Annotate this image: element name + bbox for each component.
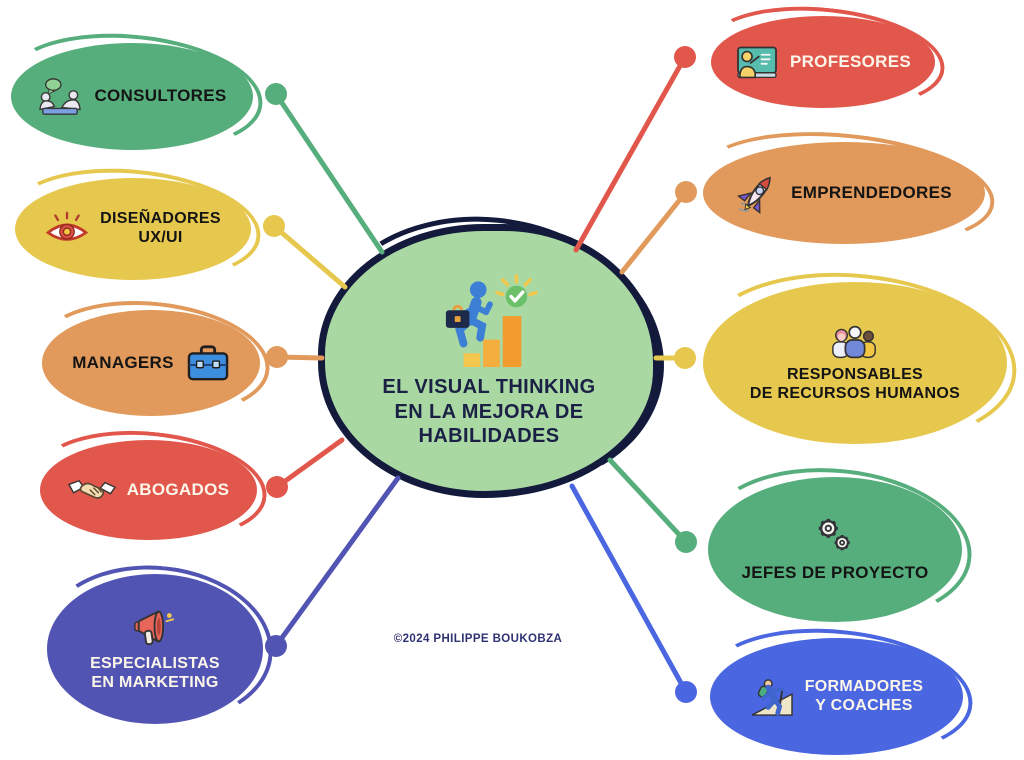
connector-jefes [607,457,697,553]
node-label: JEFES DE PROYECTO [741,563,929,583]
node-label: MANAGERS [72,352,174,372]
node-label: RESPONSABLES DE RECURSOS HUMANOS [749,366,961,402]
node-emprendedores: EMPRENDEDORES [693,118,1000,259]
gears-icon [814,515,856,557]
consultants-meeting-icon [37,76,83,118]
node-label: PROFESORES [789,51,912,71]
climbing-progress-icon [430,273,548,369]
rocket-icon [736,171,780,215]
node-profesores: PROFESORES [701,0,950,120]
connector-consultores [265,83,385,255]
node-label: CONSULTORES [94,86,227,106]
node-jefes-proyecto: JEFES DE PROYECTO [695,455,980,635]
connector-disenadores [263,215,348,290]
copyright-text: ©2024 PHILIPPE BOUKOBZA [393,633,563,645]
node-label: ESPECIALISTAS EN MARKETING [90,655,220,691]
node-disenadores: DISEÑADORES UX/UI [4,157,267,292]
briefcase-icon [186,343,230,383]
node-abogados: ABOGADOS [30,420,272,551]
team-icon [830,322,880,360]
node-managers: MANAGERS [31,290,276,427]
node-label: ABOGADOS [126,479,230,499]
teacher-board-icon [735,43,779,81]
connector-responsables [653,347,696,369]
node-label: DISEÑADORES UX/UI [100,210,221,246]
hiker-icon [750,677,794,717]
node-label: EMPRENDEDORES [791,182,952,202]
node-label: FORMADORES Y COACHES [804,677,924,714]
connector-emprendedores [619,181,697,275]
central-topic-label: EL VISUAL THINKING EN LA MEJORA DE HABIL… [382,376,596,448]
node-formadores-coaches: FORMADORES Y COACHES [699,616,979,760]
node-responsables-rrhh: RESPONSABLES DE RECURSOS HUMANOS [690,257,1024,460]
connector-especialistas [265,475,401,657]
connector-formadores [569,483,697,703]
eye-icon [45,211,89,247]
central-topic: EL VISUAL THINKING EN LA MEJORA DE HABIL… [296,189,686,518]
node-especialistas-marketing: ESPECIALISTAS EN MARKETING [34,554,281,735]
connector-managers [266,346,325,368]
connector-profesores [573,46,696,253]
handshake-icon [67,475,116,505]
connector-abogados [266,437,345,498]
megaphone-icon [133,605,177,649]
node-consultores: CONSULTORES [0,21,269,163]
